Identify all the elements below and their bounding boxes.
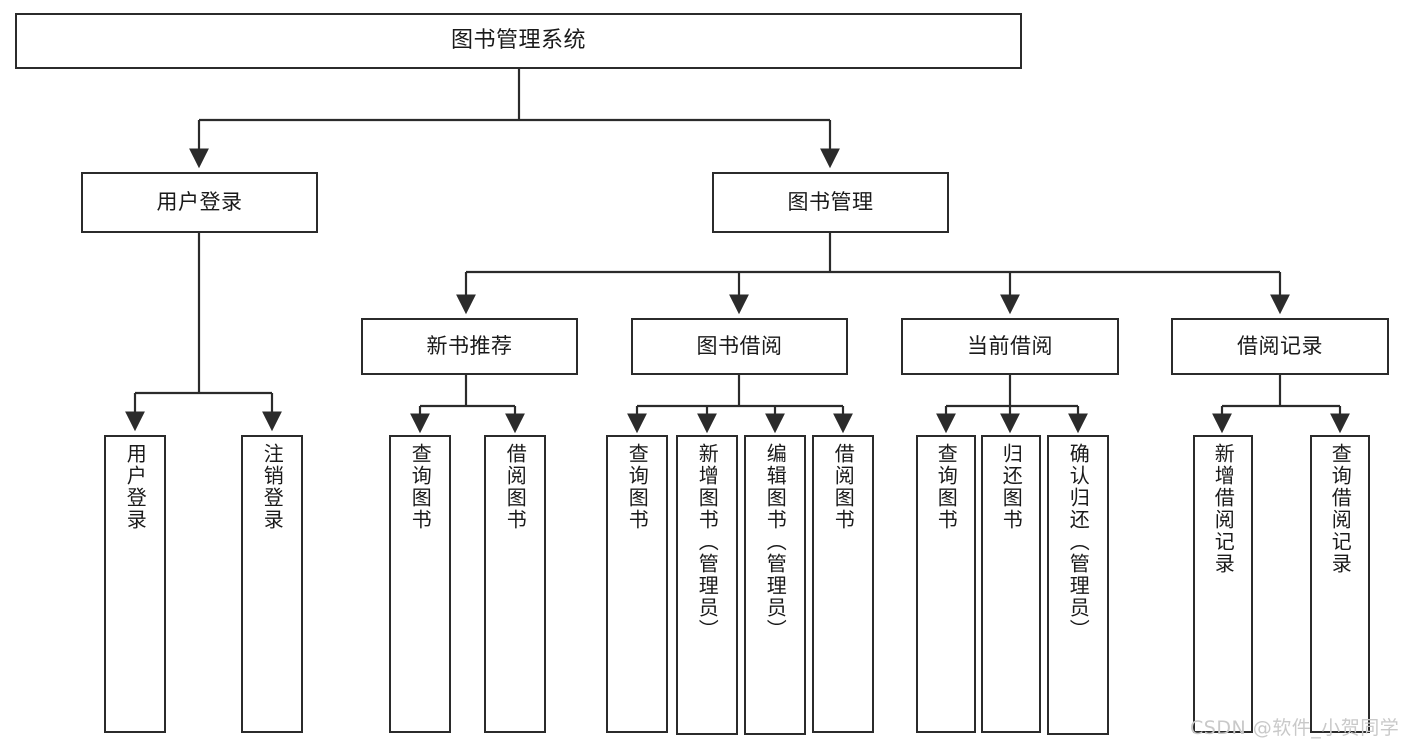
node-label: 确认归还（管理员）: [1066, 443, 1091, 641]
node-current-borrow[interactable]: 当前借阅: [901, 318, 1119, 375]
leaf-borrow-book-recommend[interactable]: 借阅图书: [484, 435, 546, 733]
leaf-add-borrow-record[interactable]: 新增借阅记录: [1193, 435, 1253, 733]
watermark-text: CSDN @软件_小贺同学: [1190, 717, 1400, 739]
node-root-book-management-system[interactable]: 图书管理系统: [15, 13, 1022, 69]
node-label: 图书管理: [787, 190, 874, 214]
leaf-user-login[interactable]: 用户登录: [104, 435, 166, 733]
node-label: 新书推荐: [426, 334, 513, 358]
node-label: 借阅记录: [1237, 334, 1323, 358]
node-new-book-recommend[interactable]: 新书推荐: [361, 318, 578, 375]
node-borrow-record[interactable]: 借阅记录: [1171, 318, 1389, 375]
leaf-borrow-book[interactable]: 借阅图书: [812, 435, 874, 733]
leaf-return-book[interactable]: 归还图书: [981, 435, 1041, 733]
leaf-confirm-return-admin[interactable]: 确认归还（管理员）: [1047, 435, 1109, 735]
node-label: 用户登录: [123, 443, 148, 531]
node-label: 新增借阅记录: [1211, 443, 1236, 575]
node-label: 借阅图书: [503, 443, 528, 531]
node-book-borrow[interactable]: 图书借阅: [631, 318, 848, 375]
node-label: 图书管理系统: [450, 28, 586, 53]
leaf-user-logout[interactable]: 注销登录: [241, 435, 303, 733]
csdn-watermark: CSDN @软件_小贺同学: [1190, 713, 1399, 740]
node-label: 借阅图书: [831, 443, 856, 531]
node-label: 查询图书: [934, 443, 959, 531]
leaf-query-book-borrow[interactable]: 查询图书: [606, 435, 668, 733]
node-label: 归还图书: [999, 443, 1024, 531]
node-label: 查询图书: [408, 443, 433, 531]
node-label: 编辑图书（管理员）: [763, 443, 788, 641]
leaf-query-book-current[interactable]: 查询图书: [916, 435, 976, 733]
node-label: 查询借阅记录: [1328, 443, 1353, 575]
node-label: 注销登录: [260, 443, 285, 531]
node-label: 查询图书: [625, 443, 650, 531]
node-label: 当前借阅: [967, 334, 1053, 358]
leaf-query-book-recommend[interactable]: 查询图书: [389, 435, 451, 733]
leaf-add-book-admin[interactable]: 新增图书（管理员）: [676, 435, 738, 735]
leaf-edit-book-admin[interactable]: 编辑图书（管理员）: [744, 435, 806, 735]
leaf-query-borrow-record[interactable]: 查询借阅记录: [1310, 435, 1370, 733]
node-label: 用户登录: [156, 190, 243, 214]
node-book-management[interactable]: 图书管理: [712, 172, 949, 233]
node-user-login[interactable]: 用户登录: [81, 172, 318, 233]
node-label: 新增图书（管理员）: [695, 443, 720, 641]
node-label: 图书借阅: [696, 334, 783, 358]
